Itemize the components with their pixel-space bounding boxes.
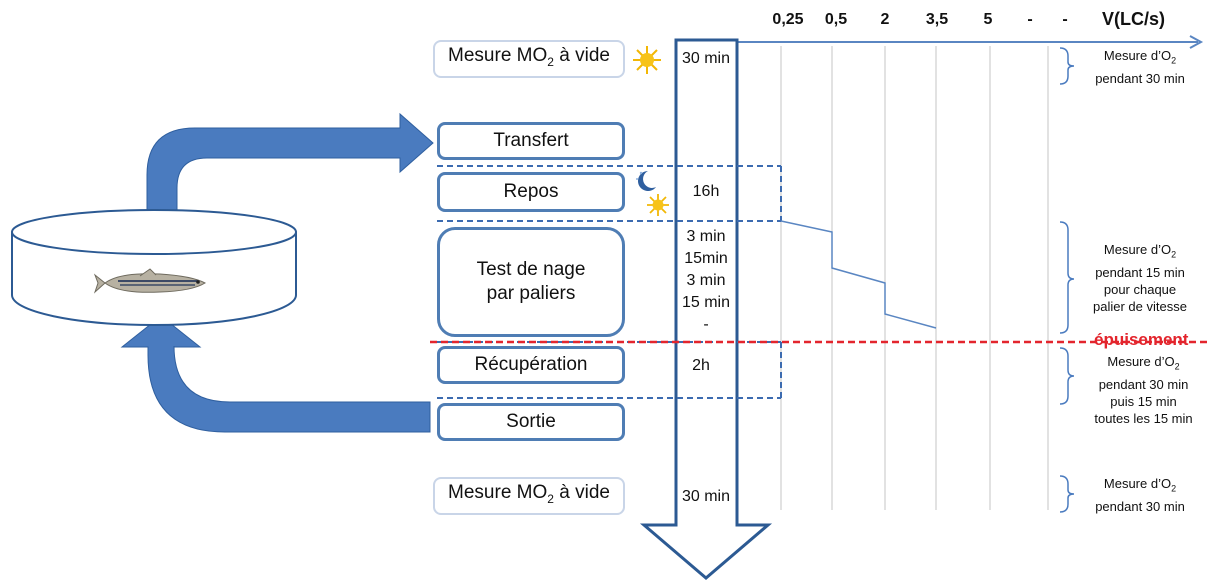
stage-label: Transfert [493, 130, 569, 151]
time-arrow [639, 38, 773, 580]
stage-label: Test de nage par paliers [476, 259, 586, 304]
moon-icon [636, 171, 656, 191]
duration-mesure-1: 30 min [681, 50, 731, 67]
swim-speed-steps [780, 220, 937, 329]
stage-label: Repos [503, 181, 559, 202]
tank-icon [11, 209, 297, 326]
speed-tick: - [1027, 11, 1033, 28]
stage-sortie: Sortie [437, 403, 625, 441]
speed-axis-label: V(LC/s) [1102, 9, 1165, 29]
stage-repos: Repos [437, 172, 625, 212]
sun-icon-small [647, 194, 669, 216]
stage-mesure-vide-2: Mesure MO2 à vide [433, 477, 625, 515]
note-test-nage: Mesure d’O2 pendant 15 min pour chaque p… [1093, 242, 1187, 314]
stage-label: Mesure MO2 à vide [448, 45, 610, 69]
duration-test-1: 3 min [686, 228, 726, 245]
note-brackets [1059, 47, 1075, 513]
stage-label: Récupération [474, 354, 588, 375]
speed-tick: 0,5 [824, 11, 848, 28]
return-arrow [120, 315, 431, 433]
stage-transfert: Transfert [437, 122, 625, 160]
speed-tick: 5 [983, 11, 993, 28]
duration-test-3: 3 min [686, 272, 726, 289]
stage-recuperation: Récupération [437, 346, 625, 384]
stage-test-nage: Test de nage par paliers [437, 227, 625, 337]
note-mesure-2: Mesure d’O2 pendant 30 min [1095, 476, 1185, 514]
fish-icon [93, 268, 207, 294]
speed-axis-arrow [737, 35, 1204, 49]
speed-tick: 0,25 [772, 11, 804, 28]
duration-test-5: - [703, 316, 709, 333]
duration-recuperation: 2h [692, 357, 710, 374]
speed-tick: 3,5 [925, 11, 949, 28]
stage-label: Sortie [506, 411, 556, 432]
note-mesure-1: Mesure d’O2 pendant 30 min [1095, 48, 1185, 86]
duration-mesure-2: 30 min [681, 488, 731, 505]
exhaustion-label: épuisement [1094, 330, 1189, 349]
repos-dashed-bracket [437, 165, 782, 222]
speed-grid-lines [780, 46, 1049, 510]
stage-label: Mesure MO2 à vide [448, 482, 610, 506]
speed-tick: 2 [880, 11, 890, 28]
sun-icon [633, 46, 661, 74]
speed-tick: - [1062, 11, 1068, 28]
duration-repos: 16h [692, 183, 720, 200]
note-recuperation: Mesure d’O2 pendant 30 min puis 15 min t… [1094, 354, 1193, 426]
duration-test-4: 15 min [681, 294, 731, 311]
transfer-arrow [146, 112, 434, 216]
stage-mesure-vide-1: Mesure MO2 à vide [433, 40, 625, 78]
duration-test-2: 15min [684, 250, 728, 267]
